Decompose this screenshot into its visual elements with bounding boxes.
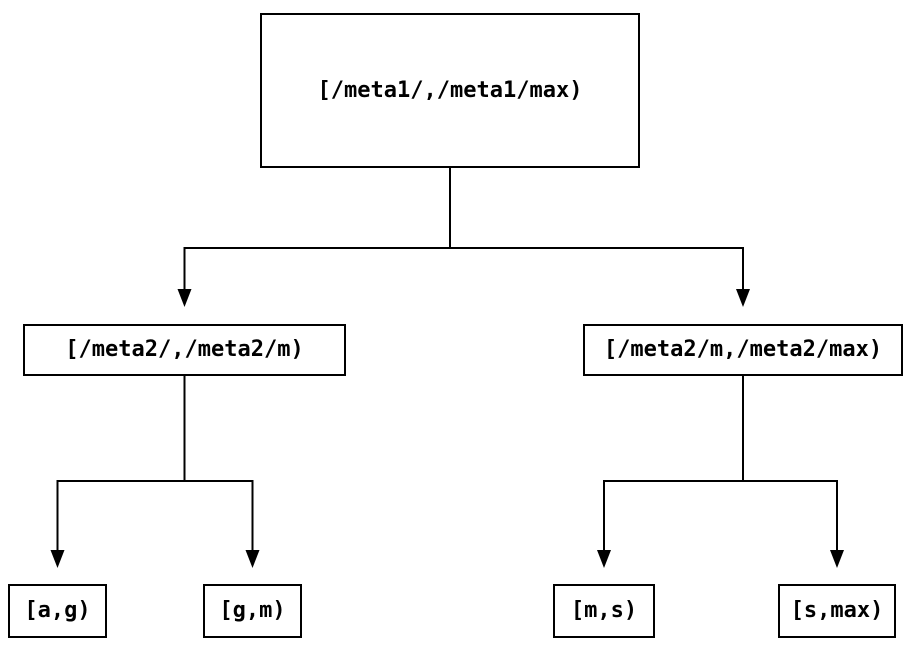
tree-node-leaf-ag-label: [a,g) — [24, 598, 91, 623]
tree-node-root: [/meta1/,/meta1/max) — [260, 13, 640, 168]
arrowhead-leaf-gm-icon — [245, 550, 260, 568]
arrowhead-meta2-high-icon — [736, 289, 750, 307]
tree-node-meta2-low: [/meta2/,/meta2/m) — [23, 324, 346, 376]
arrowhead-leaf-ms-icon — [597, 550, 611, 568]
tree-node-meta2-high: [/meta2/m,/meta2/max) — [583, 324, 903, 376]
tree-node-leaf-ms-label: [m,s) — [570, 598, 638, 623]
tree-node-leaf-smax-label: [s,max) — [790, 598, 884, 623]
tree-node-leaf-ms: [m,s) — [553, 584, 655, 638]
tree-node-leaf-gm: [g,m) — [203, 584, 302, 638]
tree-node-root-label: [/meta1/,/meta1/max) — [317, 77, 583, 103]
tree-node-leaf-gm-label: [g,m) — [219, 598, 286, 623]
tree-node-leaf-ag: [a,g) — [8, 584, 107, 638]
tree-node-meta2-high-label: [/meta2/m,/meta2/max) — [603, 337, 883, 362]
tree-node-meta2-low-label: [/meta2/,/meta2/m) — [65, 337, 304, 362]
arrowhead-leaf-smax-icon — [830, 550, 844, 568]
arrowhead-meta2-low-icon — [177, 289, 192, 307]
arrowhead-leaf-ag-icon — [50, 550, 65, 568]
tree-node-leaf-smax: [s,max) — [778, 584, 896, 638]
